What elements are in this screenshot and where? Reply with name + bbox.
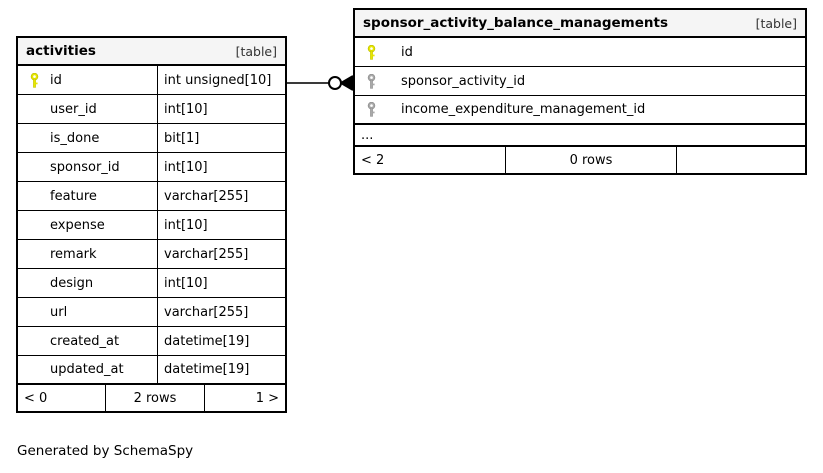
table-row[interactable]: id (355, 38, 805, 67)
column-type: int[10] (157, 153, 285, 181)
table-row[interactable]: design int[10] (18, 269, 285, 298)
column-type: datetime[19] (157, 327, 285, 355)
column-name: sponsor_activity_id (401, 73, 526, 89)
table-row[interactable]: is_done bit[1] (18, 124, 285, 153)
row-count-label: 2 rows (105, 385, 205, 411)
next-page-button[interactable]: 1 > (255, 390, 279, 406)
column-name: design (50, 275, 94, 291)
table-row[interactable]: updated_at datetime[19] (18, 356, 285, 385)
column-name: created_at (50, 333, 120, 349)
table-sponsor-activity-balance-managements-columns: id sponsor_activity_id (355, 38, 805, 147)
column-type: int[10] (157, 211, 285, 239)
next-page-button[interactable] (677, 147, 805, 173)
table-sponsor-activity-balance-managements-header: sponsor_activity_balance_managements [ta… (355, 10, 805, 38)
column-type: int[10] (157, 95, 285, 123)
table-activities-kind: [table] (235, 43, 277, 59)
table-activities-columns: id int unsigned[10] user_id int[10] is_d… (18, 66, 285, 385)
column-type: bit[1] (157, 124, 285, 152)
table-row[interactable]: sponsor_id int[10] (18, 153, 285, 182)
table-sponsor-activity-balance-managements-title: sponsor_activity_balance_managements (363, 15, 668, 31)
table-row[interactable]: expense int[10] (18, 211, 285, 240)
column-name: updated_at (50, 362, 124, 377)
prev-page-button[interactable]: < 2 (361, 152, 385, 168)
table-row[interactable]: feature varchar[255] (18, 182, 285, 211)
column-type: datetime[19] (157, 356, 285, 383)
column-name: income_expenditure_management_id (401, 102, 646, 117)
column-type: int unsigned[10] (157, 66, 285, 94)
column-name: url (50, 304, 68, 320)
column-name: sponsor_id (50, 159, 120, 175)
column-type: varchar[255] (157, 298, 285, 326)
table-sponsor-activity-balance-managements-kind: [table] (755, 15, 797, 31)
table-row[interactable]: user_id int[10] (18, 95, 285, 124)
table-row[interactable]: created_at datetime[19] (18, 327, 285, 356)
table-activities[interactable]: activities [table] id int unsig (16, 36, 287, 413)
column-type: varchar[255] (157, 182, 285, 210)
table-activities-header: activities [table] (18, 38, 285, 66)
column-name: feature (50, 188, 97, 204)
prev-page-button[interactable]: < 0 (24, 390, 48, 406)
column-name: id (401, 44, 413, 60)
primary-key-icon (24, 72, 44, 88)
more-columns-indicator: ... (355, 125, 805, 147)
primary-key-icon (361, 44, 381, 60)
column-name: expense (50, 217, 105, 233)
foreign-key-icon (361, 102, 381, 117)
column-name: id (50, 72, 62, 88)
row-count-label: 0 rows (505, 147, 677, 173)
column-name: is_done (50, 130, 100, 146)
table-sponsor-activity-balance-managements[interactable]: sponsor_activity_balance_managements [ta… (353, 8, 807, 175)
table-row[interactable]: url varchar[255] (18, 298, 285, 327)
table-sponsor-activity-balance-managements-footer: < 2 0 rows (355, 147, 805, 173)
table-row[interactable]: sponsor_activity_id (355, 67, 805, 96)
foreign-key-icon (361, 73, 381, 89)
column-name: remark (50, 246, 97, 262)
table-activities-footer: < 0 2 rows 1 > (18, 385, 285, 411)
column-type: int[10] (157, 269, 285, 297)
table-activities-title: activities (26, 43, 96, 59)
column-name: user_id (50, 101, 97, 117)
table-row[interactable]: id int unsigned[10] (18, 66, 285, 95)
table-row[interactable]: remark varchar[255] (18, 240, 285, 269)
column-type: varchar[255] (157, 240, 285, 268)
table-row[interactable]: income_expenditure_management_id (355, 96, 805, 125)
generated-by-label: Generated by SchemaSpy (17, 443, 194, 459)
